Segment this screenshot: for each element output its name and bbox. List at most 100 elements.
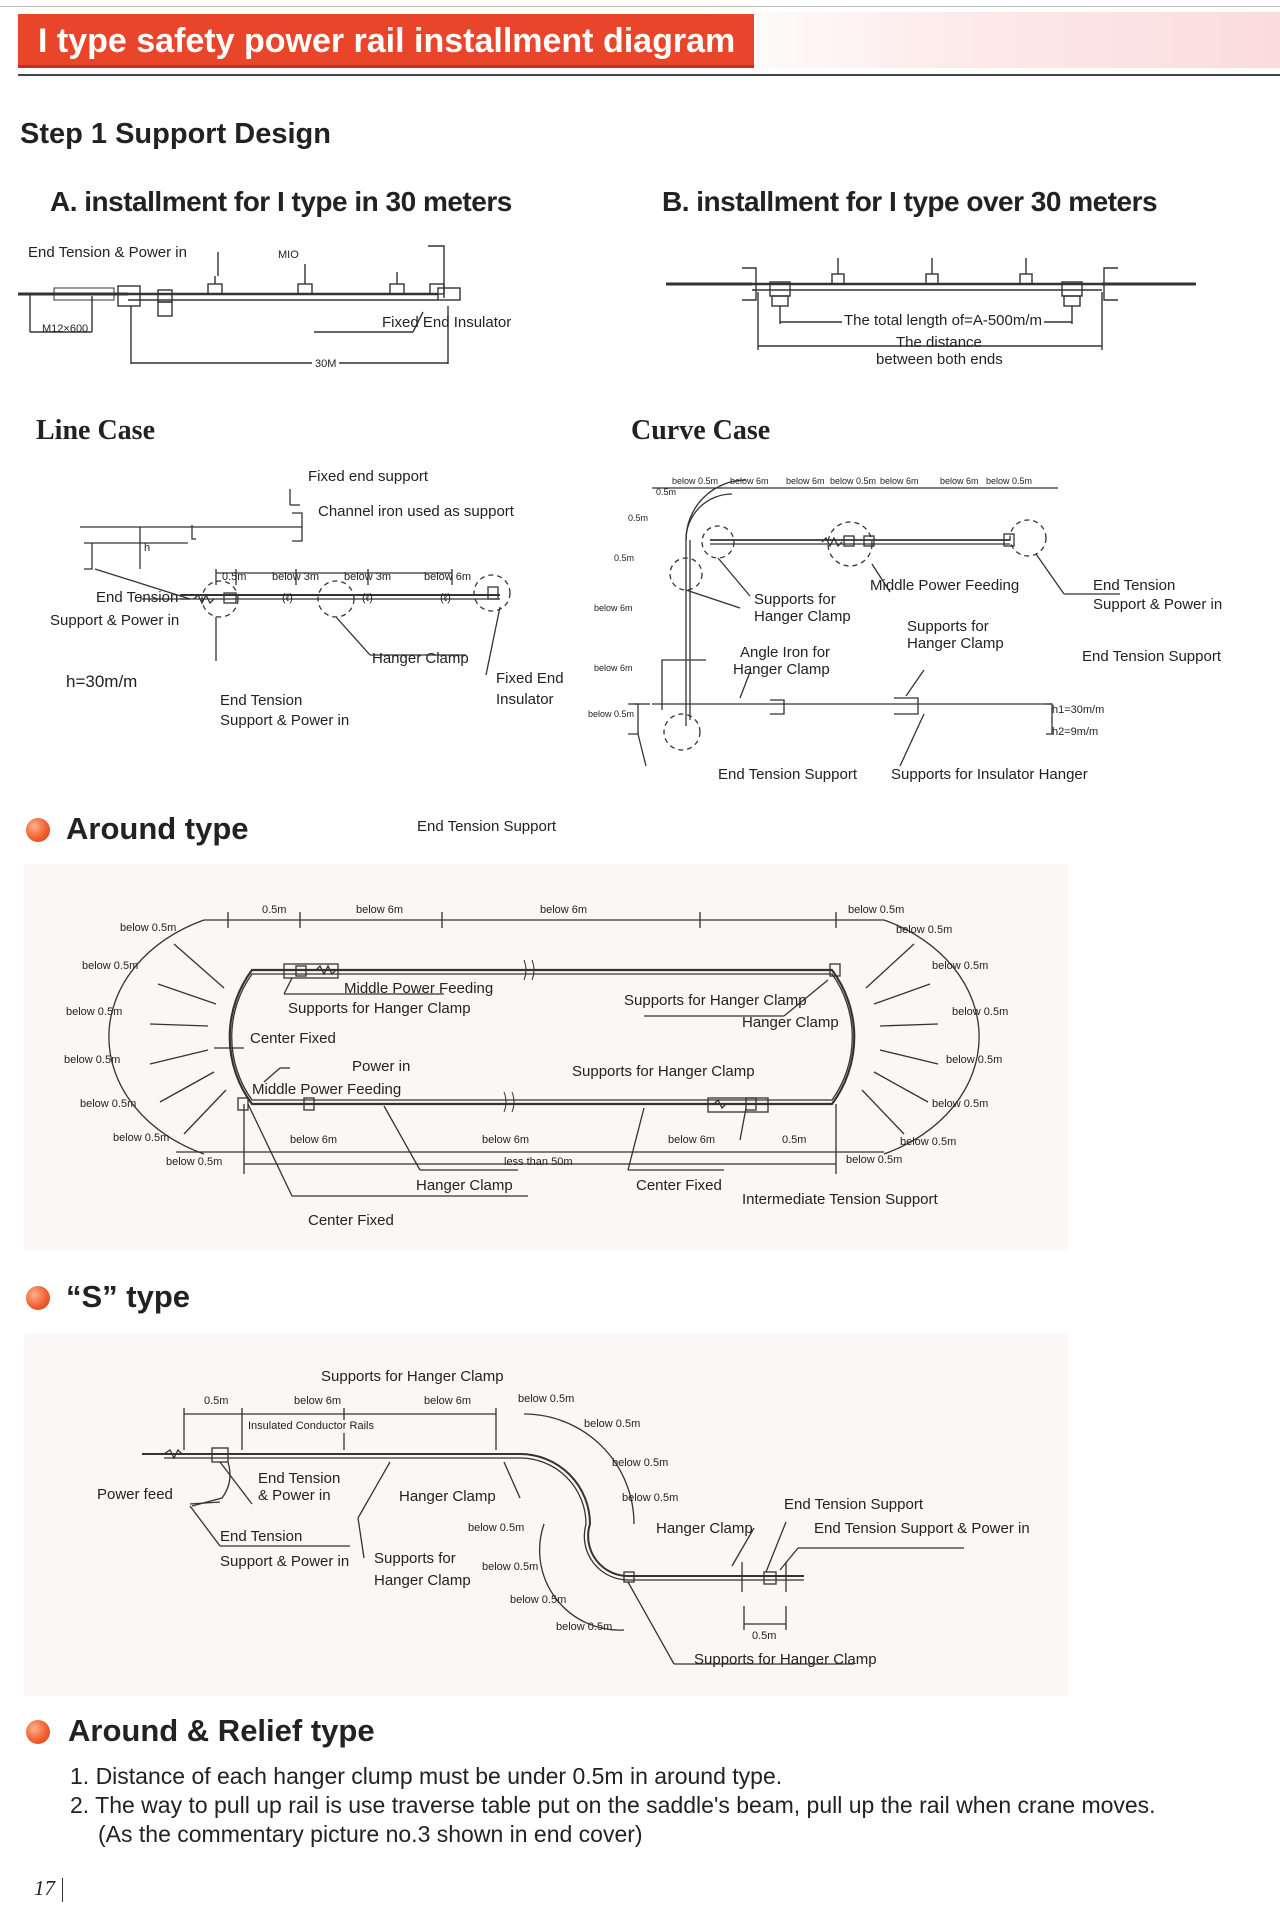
- line-d3: below 3m: [344, 571, 392, 583]
- page-title: I type safety power rail installment dia…: [18, 14, 754, 68]
- s-below6-a: below 6m: [294, 1395, 342, 1407]
- line-l-1: (ℓ): [282, 592, 293, 604]
- curve-end-tension-2: Support & Power in: [1093, 596, 1223, 613]
- curve-angle-2: Hanger Clamp: [733, 661, 830, 678]
- around-title: Around type: [66, 811, 249, 846]
- line-fixed-2: Insulator: [496, 691, 554, 708]
- around-center-fixed-bottom: Center Fixed: [308, 1212, 394, 1229]
- around-b6b: below 6m: [482, 1134, 530, 1146]
- around-hanger-right: Hanger Clamp: [742, 1014, 839, 1031]
- curve-top-dim-5: below 6m: [880, 476, 919, 486]
- around-below05-r3: below 0.5m: [932, 960, 989, 972]
- page-number: 17: [34, 1876, 55, 1900]
- around-supports-mid: Supports for Hanger Clamp: [572, 1063, 755, 1080]
- s-sfhc-2: Hanger Clamp: [374, 1572, 471, 1589]
- around-below05-r5: below 0.5m: [946, 1054, 1003, 1066]
- curve-angle-1: Angle Iron for: [740, 644, 831, 661]
- s-etp-1: End Tension: [258, 1470, 341, 1487]
- around-middle-power: Middle Power Feeding: [344, 980, 494, 997]
- s-ets-2: Support & Power in: [220, 1553, 350, 1570]
- s-etp-2: & Power in: [258, 1487, 331, 1504]
- curve-sfhc-2: Hanger Clamp: [907, 635, 1004, 652]
- top-rule: [0, 6, 1280, 7]
- around-intermediate: Intermediate Tension Support: [742, 1191, 938, 1208]
- s-sfhc-1: Supports for: [374, 1550, 456, 1567]
- curve-half-m-1: 0.5m: [656, 487, 677, 497]
- line-channel-label: Channel iron used as support: [318, 503, 514, 520]
- around-below05-l5: below 0.5m: [80, 1098, 137, 1110]
- diagram-curve-case: [628, 479, 1120, 767]
- around-b6c: below 6m: [668, 1134, 716, 1146]
- a-fixed-end-label: Fixed End Insulator: [382, 314, 512, 331]
- s-below05-1: below 0.5m: [518, 1393, 575, 1405]
- a-mio-label: MIO: [278, 249, 299, 261]
- around-below05-l2: below 0.5m: [82, 960, 139, 972]
- line-fixed-1: Fixed End: [496, 670, 564, 687]
- line-case-title: Line Case: [36, 415, 155, 446]
- s-end-support-power: End Tension Support & Power in: [814, 1520, 1030, 1537]
- around-bullet-icon: [26, 818, 50, 842]
- diagram-around: [108, 912, 980, 1197]
- relief-title: Around & Relief type: [68, 1713, 375, 1748]
- around-less50: less than 50m: [504, 1156, 573, 1168]
- banner-rule: [18, 74, 1280, 76]
- s-half-bottom: 0.5m: [752, 1630, 777, 1642]
- curve-end-tension-1: End Tension: [1093, 577, 1176, 594]
- curve-end-support: End Tension Support: [1082, 648, 1221, 665]
- diagram-b: [666, 258, 1196, 350]
- around-below05-r4: below 0.5m: [952, 1006, 1009, 1018]
- line-end-tension-1: End Tension: [96, 589, 179, 606]
- curve-below05: below 0.5m: [588, 709, 635, 719]
- around-supports-right: Supports for Hanger Clamp: [624, 992, 807, 1009]
- relief-item-1: 1. Distance of each hanger clump must be…: [70, 1763, 783, 1789]
- around-center-fixed-top: Center Fixed: [250, 1030, 336, 1047]
- around-below05-r1: below 0.5m: [848, 904, 905, 916]
- line-bottom-2: Support & Power in: [220, 712, 350, 729]
- relief-item-2: 2. The way to pull up rail is use traver…: [70, 1792, 1156, 1818]
- s-d-half: 0.5m: [204, 1395, 229, 1407]
- line-bottom-1: End Tension: [220, 692, 303, 709]
- a-length-label: 30M: [312, 358, 340, 371]
- relief-list: 1. Distance of each hanger clump must be…: [70, 1762, 1156, 1849]
- curve-top-dim-1: below 0.5m: [672, 476, 719, 486]
- relief-item-3: (As the commentary picture no.3 shown in…: [98, 1821, 643, 1847]
- curve-below6-2: below 6m: [594, 663, 633, 673]
- curve-half-m-2: 0.5m: [628, 513, 649, 523]
- s-below05-2: below 0.5m: [584, 1418, 641, 1430]
- curve-below6-1: below 6m: [594, 603, 633, 613]
- step-title: Step 1 Support Design: [20, 118, 331, 150]
- s-below6-b: below 6m: [424, 1395, 472, 1407]
- around-b05: 0.5m: [782, 1134, 807, 1146]
- around-below05-l4: below 0.5m: [64, 1054, 121, 1066]
- diagram-line-case: [80, 489, 511, 676]
- curve-top-dim-3: below 6m: [786, 476, 825, 486]
- s-below05-7: below 0.5m: [510, 1594, 567, 1606]
- around-d-half: 0.5m: [262, 904, 287, 916]
- s-below05-5: below 0.5m: [468, 1522, 525, 1534]
- s-end-support: End Tension Support: [784, 1496, 923, 1513]
- line-d1: 0.5m: [222, 571, 247, 583]
- around-supports-left: Supports for Hanger Clamp: [288, 1000, 471, 1017]
- line-d4: below 6m: [424, 571, 472, 583]
- s-type-bullet-icon: [26, 1286, 50, 1310]
- b-distance-1: The distance: [896, 334, 982, 351]
- curve-insulator-hanger: Supports for Insulator Hanger: [891, 766, 1088, 783]
- s-insulated: Insulated Conductor Rails: [248, 1420, 374, 1433]
- around-hanger-bottom: Hanger Clamp: [416, 1177, 513, 1194]
- around-below05-l1: below 0.5m: [120, 922, 177, 934]
- around-floating-label: End Tension Support: [417, 818, 556, 835]
- curve-end-support-bottom: End Tension Support: [718, 766, 857, 783]
- around-below6-a: below 6m: [356, 904, 404, 916]
- s-type-title: “S” type: [66, 1279, 191, 1314]
- section-b-title: B. installment for I type over 30 meters: [662, 186, 1158, 217]
- s-below05-4: below 0.5m: [622, 1492, 679, 1504]
- line-l-2: (ℓ): [362, 592, 373, 604]
- s-below05-8: below 0.5m: [556, 1621, 613, 1633]
- line-fixed-support: Fixed end support: [308, 468, 429, 485]
- curve-h1: h1=30m/m: [1052, 704, 1105, 716]
- curve-supports-2: Hanger Clamp: [754, 608, 851, 625]
- around-below05-r6: below 0.5m: [932, 1098, 989, 1110]
- diagram-a: [18, 245, 461, 364]
- line-l-3: (ℓ): [440, 592, 451, 604]
- line-hanger-clamp: Hanger Clamp: [372, 650, 469, 667]
